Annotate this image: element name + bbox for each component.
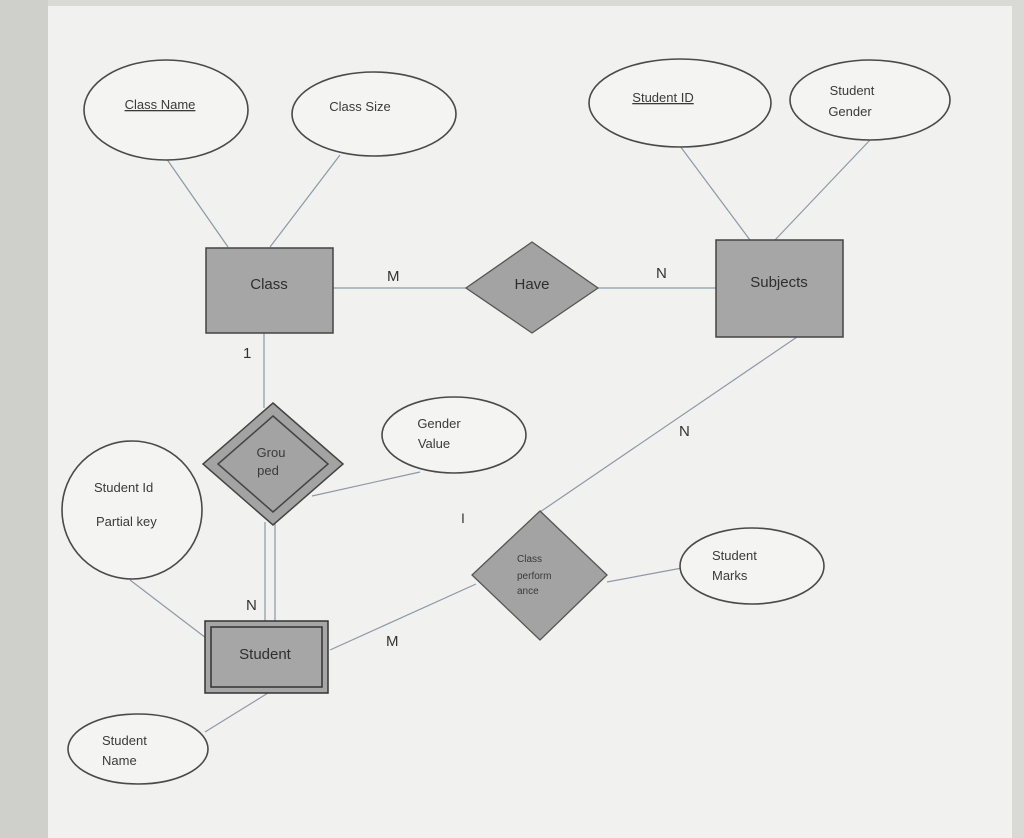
entity-student (204, 620, 329, 694)
attr-class-name-label: Class Name (125, 97, 196, 112)
entity-class-label: Class (250, 276, 288, 293)
cardinality-class-have: M (387, 268, 400, 285)
attr-class-size (291, 71, 457, 157)
line-subjects-performance (539, 336, 798, 513)
entity-student-inner-border (210, 626, 323, 688)
relationship-grouped-label-1: Grou (257, 445, 286, 460)
attr-gender-value (381, 396, 527, 474)
relationship-have (464, 241, 600, 334)
line-studentid-subjects (679, 145, 751, 241)
cardinality-have-subjects: N (656, 265, 667, 282)
cardinality-student-performance: M (386, 633, 399, 650)
relationship-grouped-inner-border (216, 415, 330, 513)
relationship-have-label: Have (514, 276, 549, 293)
line-studentname-student (204, 692, 269, 733)
relationship-grouped (201, 402, 345, 526)
stray-mark: I (461, 510, 465, 526)
attr-class-name (83, 59, 249, 161)
line-partialkey-student (129, 579, 207, 639)
entity-subjects (715, 239, 844, 338)
attr-student-gender-label-2: Gender (828, 104, 872, 119)
entity-class (205, 247, 334, 334)
cardinality-subjects-performance: N (679, 423, 690, 440)
attr-student-gender-label-1: Student (830, 83, 875, 98)
line-grouped-gendervalue (311, 471, 421, 497)
attr-student-id (588, 58, 772, 148)
line-classsize-class (269, 154, 341, 248)
attr-student-marks (679, 527, 825, 605)
entity-subjects-label: Subjects (750, 274, 808, 291)
attr-gender-value-label-1: Gender (417, 416, 461, 431)
attr-student-id-partial-label-2: Partial key (96, 514, 157, 529)
attr-student-name (67, 713, 209, 785)
cardinality-grouped-student: N (246, 597, 257, 614)
line-gender-subjects (774, 139, 871, 241)
attr-student-gender (789, 59, 951, 141)
attr-gender-value-label-2: Value (418, 436, 450, 451)
relationship-class-performance-label-3: ance (517, 586, 539, 597)
relationship-class-performance (471, 510, 608, 641)
line-classname-class (165, 157, 229, 248)
attr-student-id-partial (61, 440, 203, 580)
attr-student-marks-label-2: Marks (712, 568, 748, 583)
attr-student-name-label-1: Student (102, 733, 147, 748)
relationship-grouped-label-2: ped (257, 463, 279, 478)
attr-class-size-label: Class Size (329, 99, 390, 114)
attr-student-id-label: Student ID (632, 90, 693, 105)
background-left (0, 0, 48, 838)
relationship-class-performance-label-2: perform (517, 571, 551, 582)
line-student-performance (329, 583, 477, 651)
relationship-class-performance-label-1: Class (517, 554, 542, 565)
attr-student-name-label-2: Name (102, 753, 137, 768)
attr-student-marks-label-1: Student (712, 548, 757, 563)
connector-lines (129, 139, 871, 733)
line-performance-marks (606, 567, 683, 583)
entity-student-label: Student (239, 646, 292, 663)
attr-student-id-partial-label-1: Student Id (94, 480, 153, 495)
cardinality-class-grouped: 1 (243, 345, 251, 362)
